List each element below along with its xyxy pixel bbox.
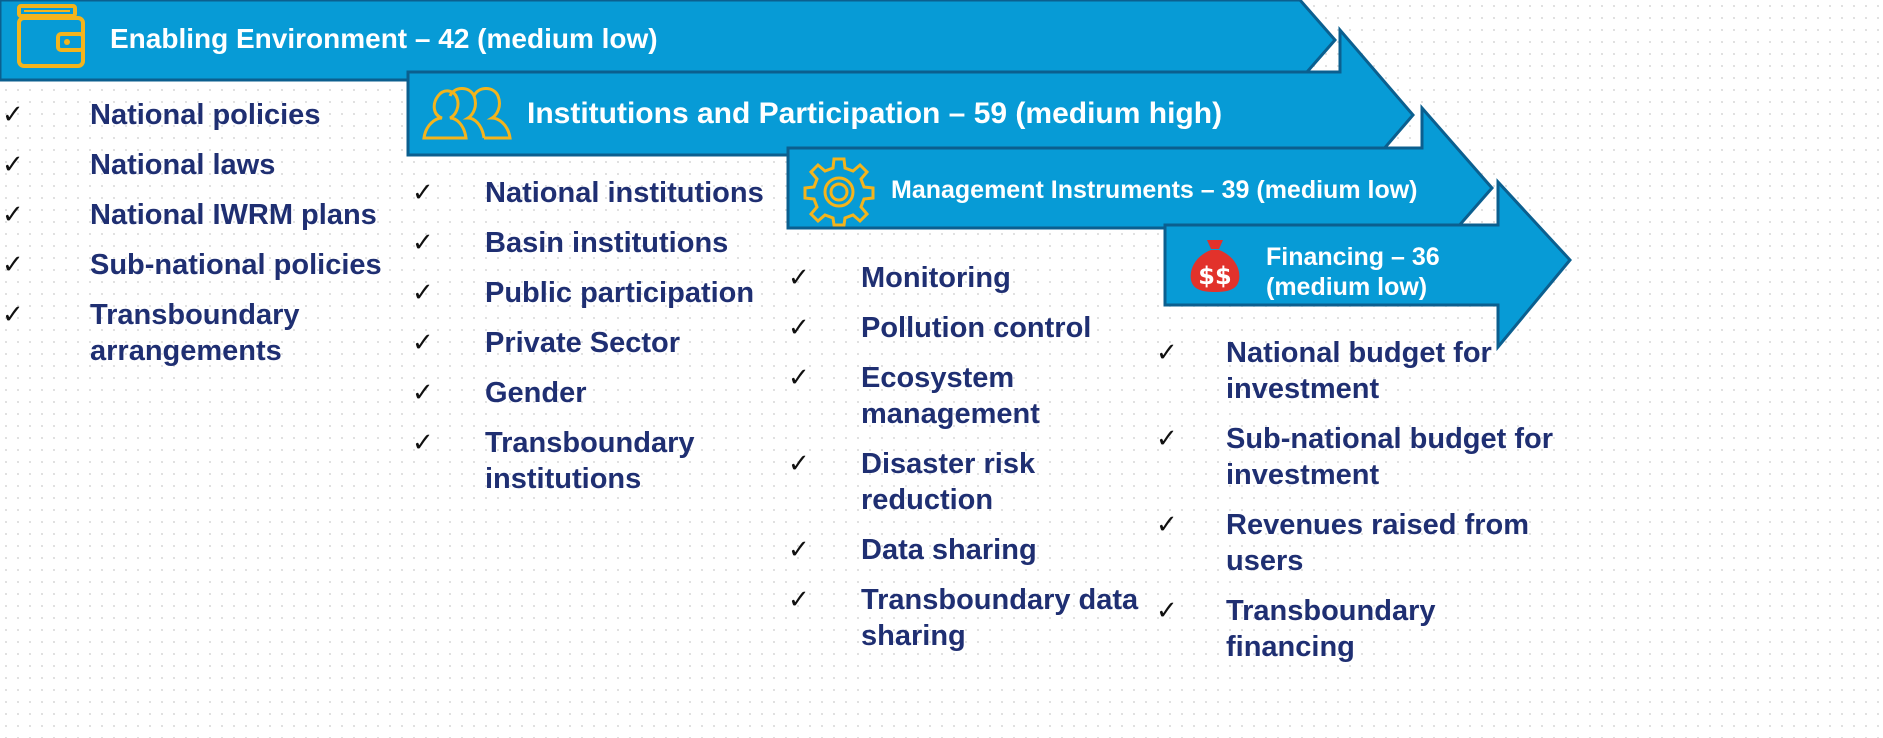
- enabling-list-item: ✓ National IWRM plans: [2, 197, 382, 233]
- wallet-icon: [17, 4, 85, 68]
- financing-title-line2: (medium low): [1266, 273, 1428, 301]
- management-list-item: ✓ Data sharing: [788, 532, 1158, 568]
- institutions-item-label: National institutions: [485, 177, 764, 209]
- financing-item-label: National budget for investment: [1226, 337, 1492, 405]
- financing-item-label: Transboundary financing: [1226, 595, 1436, 663]
- financing-item-label: Revenues raised from users: [1226, 509, 1530, 577]
- money-bag-icon: $$: [1190, 240, 1240, 292]
- institutions-list-item: ✓ National institutions: [412, 175, 782, 211]
- institutions-item-label: Private Sector: [485, 327, 681, 359]
- financing-list-item: ✓ Transboundary financing: [1156, 593, 1556, 665]
- management-item-label: Ecosystem management: [861, 362, 1040, 430]
- institutions-list-item: ✓ Basin institutions: [412, 225, 782, 261]
- checkmark-icon: ✓: [788, 363, 810, 393]
- checkmark-icon: ✓: [2, 150, 24, 180]
- checkmark-icon: ✓: [1156, 338, 1178, 368]
- institutions-item-label: Transboundary institutions: [485, 427, 695, 495]
- financing-list-item: ✓ Revenues raised from users: [1156, 507, 1556, 579]
- institutions-checklist: ✓ National institutions ✓ Basin institution…: [412, 175, 782, 511]
- people-group-icon: [422, 87, 512, 140]
- enabling-checklist: ✓ National policies ✓ National laws ✓ Nationa…: [2, 97, 382, 383]
- checkmark-icon: ✓: [412, 428, 434, 458]
- gear-icon: [803, 157, 875, 227]
- institutions-item-label: Basin institutions: [485, 227, 729, 259]
- enabling-list-item: ✓ Sub-national policies: [2, 247, 382, 283]
- checkmark-icon: ✓: [412, 328, 434, 358]
- checkmark-icon: ✓: [2, 200, 24, 230]
- management-item-label: Data sharing: [861, 534, 1037, 566]
- management-list-item: ✓ Ecosystem management: [788, 360, 1158, 432]
- financing-item-label: Sub-national budget for investment: [1226, 423, 1554, 491]
- checkmark-icon: ✓: [788, 585, 810, 615]
- financing-checklist: ✓ National budget for investment ✓ Sub-nati…: [1156, 335, 1556, 679]
- checkmark-icon: ✓: [788, 263, 810, 293]
- management-checklist: ✓ Monitoring ✓ Pollution control ✓ Ecosystem …: [788, 260, 1158, 668]
- management-item-label: Monitoring: [861, 262, 1011, 294]
- checkmark-icon: ✓: [412, 178, 434, 208]
- enabling-item-label: Transboundary arrangements: [90, 299, 300, 367]
- checkmark-icon: ✓: [788, 313, 810, 343]
- enabling-list-item: ✓ National policies: [2, 97, 382, 133]
- institutions-item-label: Public participation: [485, 277, 755, 309]
- financing-list-item: ✓ Sub-national budget for investment: [1156, 421, 1556, 493]
- management-list-item: ✓ Disaster risk reduction: [788, 446, 1158, 518]
- institutions-item-label: Gender: [485, 377, 587, 409]
- enabling-list-item: ✓ National laws: [2, 147, 382, 183]
- financing-list-item: ✓ National budget for investment: [1156, 335, 1556, 407]
- institutions-list-item: ✓ Gender: [412, 375, 782, 411]
- enabling-item-label: National policies: [90, 99, 321, 131]
- checkmark-icon: ✓: [788, 535, 810, 565]
- checkmark-icon: ✓: [1156, 596, 1178, 626]
- checkmark-icon: ✓: [1156, 510, 1178, 540]
- management-item-label: Transboundary data sharing: [861, 584, 1139, 652]
- enabling-item-label: National IWRM plans: [90, 199, 377, 231]
- checkmark-icon: ✓: [412, 378, 434, 408]
- svg-text:$$: $$: [1198, 262, 1231, 290]
- financing-title-line1: Financing – 36: [1266, 243, 1440, 271]
- checkmark-icon: ✓: [788, 449, 810, 479]
- institutions-list-item: ✓ Transboundary institutions: [412, 425, 782, 497]
- checkmark-icon: ✓: [412, 228, 434, 258]
- checkmark-icon: ✓: [2, 300, 24, 330]
- management-list-item: ✓ Monitoring: [788, 260, 1158, 296]
- checkmark-icon: ✓: [2, 250, 24, 280]
- enabling-item-label: National laws: [90, 149, 276, 181]
- institutions-list-item: ✓ Private Sector: [412, 325, 782, 361]
- checkmark-icon: ✓: [2, 100, 24, 130]
- management-title: Management Instruments – 39 (medium low): [891, 176, 1418, 204]
- enabling-item-label: Sub-national policies: [90, 249, 382, 281]
- institutions-list-item: ✓ Public participation: [412, 275, 782, 311]
- enabling-list-item: ✓ Transboundary arrangements: [2, 297, 382, 369]
- management-item-label: Disaster risk reduction: [861, 448, 1036, 516]
- institutions-title: Institutions and Participation – 59 (med…: [527, 97, 1223, 130]
- management-list-item: ✓ Pollution control: [788, 310, 1158, 346]
- checkmark-icon: ✓: [412, 278, 434, 308]
- management-list-item: ✓ Transboundary data sharing: [788, 582, 1158, 654]
- checkmark-icon: ✓: [1156, 424, 1178, 454]
- management-item-label: Pollution control: [861, 312, 1092, 344]
- enabling-title: Enabling Environment – 42 (medium low): [110, 23, 658, 54]
